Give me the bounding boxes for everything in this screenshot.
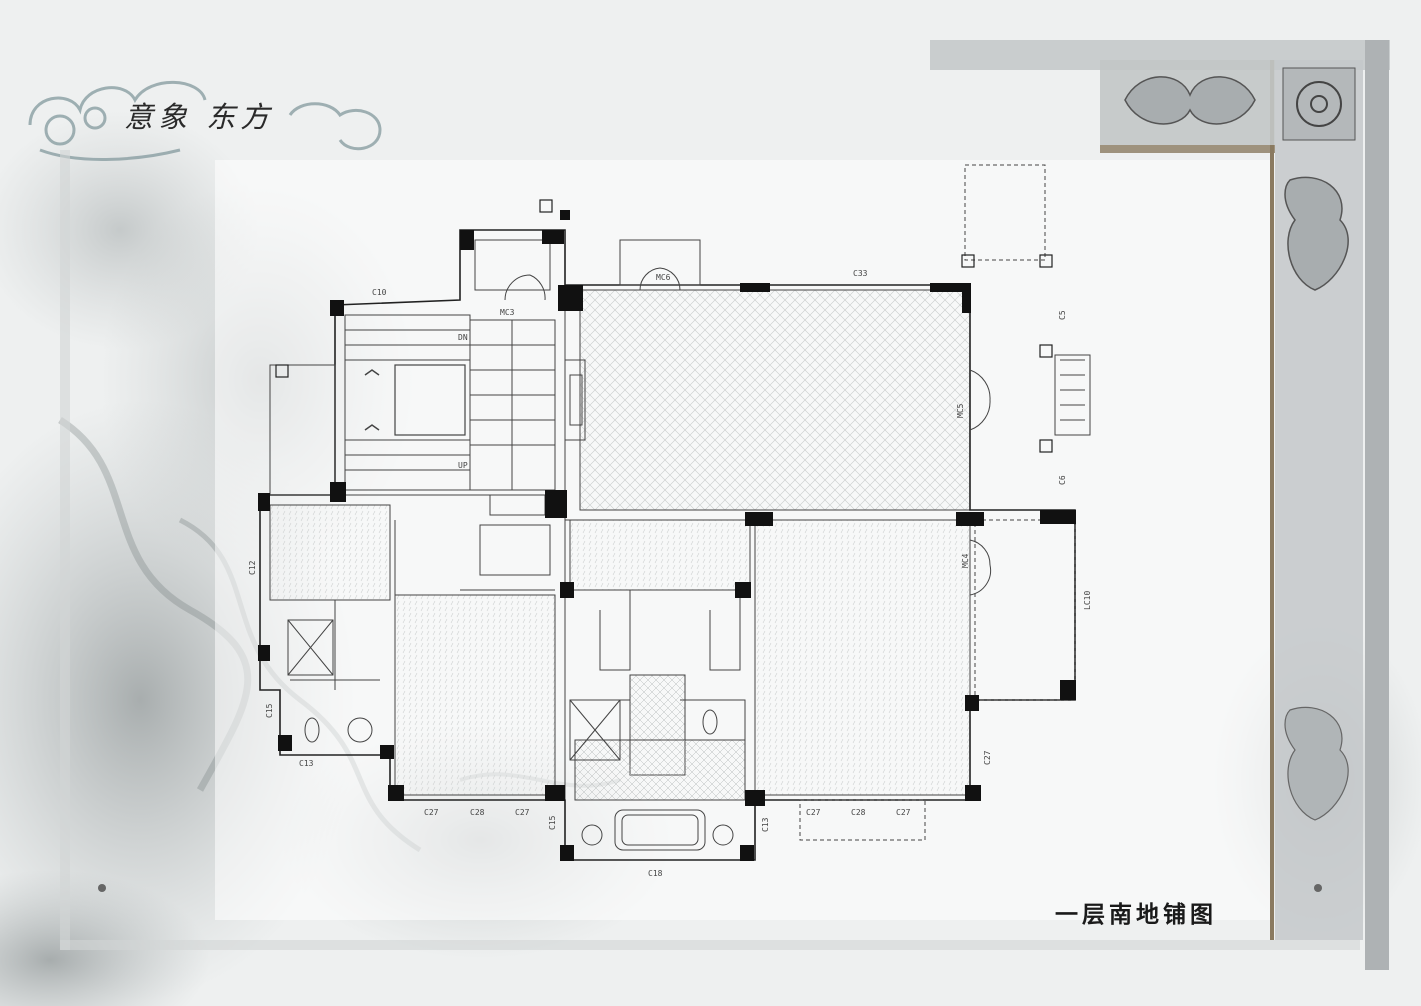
label-c15-west: C15 [265, 703, 274, 718]
label-c18: C18 [648, 869, 663, 878]
label-mc3: MC3 [500, 308, 515, 317]
label-c28-b: C28 [851, 808, 866, 817]
label-c27-a: C27 [424, 808, 439, 817]
label-mc4: MC4 [961, 553, 970, 568]
label-c28-a: C28 [470, 808, 485, 817]
stone-border [60, 40, 1390, 970]
label-c12: C12 [248, 560, 257, 575]
bedroom-floor-east [754, 519, 971, 796]
label-dn: DN [458, 333, 468, 342]
label-c27-c: C27 [806, 808, 821, 817]
label-c27-d: C27 [896, 808, 911, 817]
label-mc6: MC6 [656, 273, 671, 282]
label-up: UP [458, 461, 468, 470]
label-mc5: MC5 [956, 403, 965, 418]
sheet-title: 一层南地铺图 [1055, 902, 1217, 928]
label-c33: C33 [853, 269, 868, 278]
structural-columns [258, 210, 1076, 861]
bedroom-floor-west [394, 594, 556, 796]
label-c15-south: C15 [548, 815, 557, 830]
label-c27-e: C27 [983, 750, 992, 765]
brand-title: 意象 东方 [124, 100, 275, 134]
label-lc10: LC10 [1083, 591, 1092, 610]
label-c10: C10 [372, 288, 387, 297]
cloud-ornament-icon [28, 80, 382, 161]
label-c5: C5 [1058, 310, 1067, 320]
label-c13-west: C13 [299, 759, 314, 768]
label-c27-b: C27 [515, 808, 530, 817]
label-c6: C6 [1058, 475, 1067, 485]
living-room-floor [579, 289, 971, 511]
label-c13-south: C13 [761, 817, 770, 832]
